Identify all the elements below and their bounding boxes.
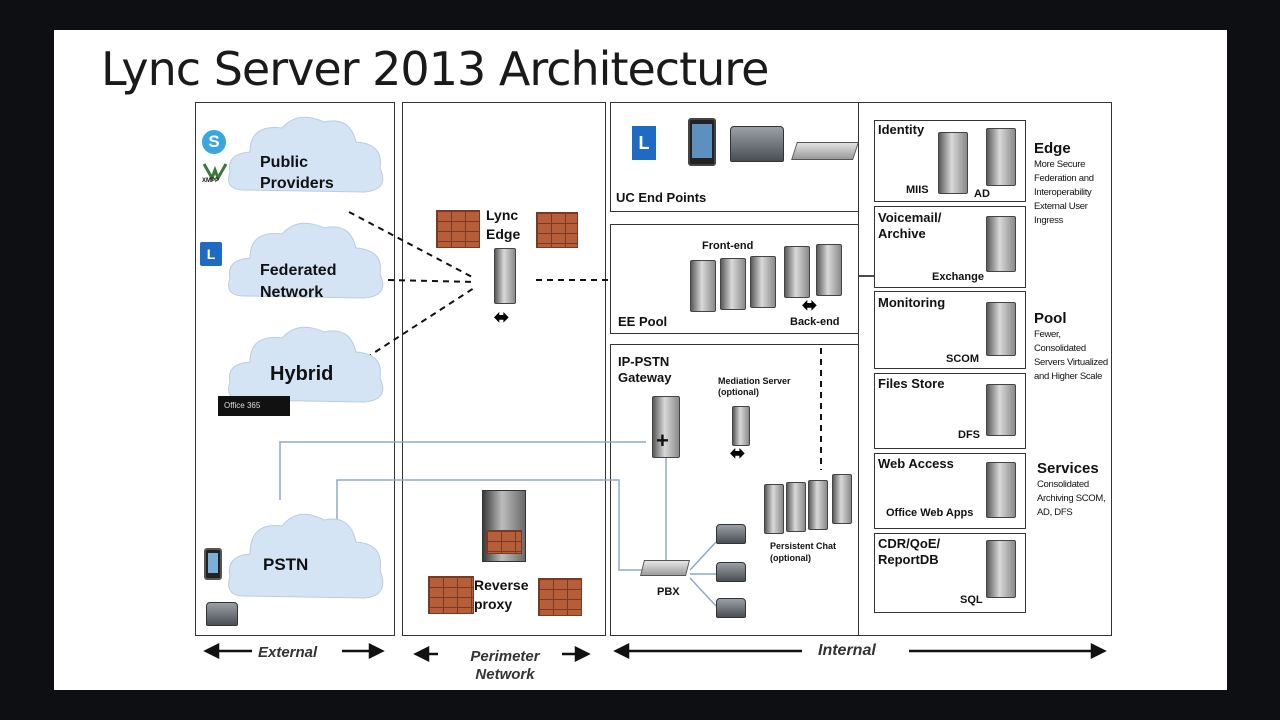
sql-label: SQL [960, 594, 983, 606]
cloud-public-providers [228, 116, 384, 193]
lync-icon: L [200, 242, 222, 266]
persistent-chat-server-icon [786, 482, 806, 532]
front-end-label: Front-end [702, 240, 754, 252]
persistent-chat-label: Persistent Chat (optional) [770, 541, 837, 563]
back-end-server-icon [784, 246, 810, 298]
front-end-server-icon [690, 260, 716, 312]
external-zone [195, 102, 395, 636]
mediation-server-icon [732, 406, 750, 446]
front-end-server-icon [750, 256, 776, 308]
pbx-phone-icon [716, 562, 746, 582]
cdr-label: CDR/QoE/ ReportDB [878, 536, 941, 567]
persistent-chat-server-icon [808, 480, 828, 530]
firewall-icon [486, 530, 522, 554]
perimeter-zone-label: Perimeter Network [470, 648, 540, 683]
skype-icon: S [202, 130, 226, 154]
gateway-server-icon [652, 396, 680, 458]
slide-title: Lync Server 2013 Architecture [101, 42, 769, 96]
services-note-text: Consolidated Archiving SCOM, AD, DFS [1037, 479, 1106, 518]
edge-server-icon [494, 248, 516, 304]
exchange-server-icon [986, 216, 1016, 272]
hybrid-label: Hybrid [270, 363, 334, 385]
public-providers-label: Public Providers [260, 154, 334, 192]
edge-pair-arrow: ⬌ [494, 307, 510, 327]
perimeter-zone [402, 102, 606, 636]
files-store-label: Files Store [878, 376, 945, 391]
voicemail-label: Voicemail/ Archive [878, 210, 942, 241]
pool-note-title: Pool [1034, 310, 1067, 327]
web-access-label: Web Access [878, 456, 954, 471]
firewall-icon [436, 210, 480, 248]
office-web-apps-label: Office Web Apps [886, 507, 974, 519]
pool-note-text: Fewer, Consolidated Servers Virtualized … [1034, 329, 1108, 382]
federated-network-label: Federated Network [260, 262, 337, 301]
ip-phone-icon [730, 126, 784, 162]
desk-phone-icon [206, 602, 238, 626]
pbx-phone-icon [716, 524, 746, 544]
web-apps-server-icon [986, 462, 1016, 518]
services-note-title: Services [1037, 460, 1099, 477]
edge-note-title: Edge [1034, 140, 1071, 157]
ip-pstn-gateway-label: IP-PSTN Gateway [618, 354, 672, 385]
exchange-label: Exchange [932, 271, 984, 283]
internal-zone-label: Internal [818, 642, 876, 659]
back-end-label: Back-end [790, 316, 840, 328]
firewall-icon [428, 576, 474, 614]
uc-end-points-label: UC End Points [616, 190, 707, 205]
slide: Lync Server 2013 Architecture [54, 30, 1227, 690]
back-end-server-icon [816, 244, 842, 296]
dfs-label: DFS [958, 429, 980, 441]
lync-edge-label: Lync Edge [486, 207, 521, 242]
sql-server-icon [986, 540, 1016, 598]
firewall-icon [536, 212, 578, 248]
conference-device-icon [791, 142, 859, 160]
cloud-federated-network [228, 222, 384, 299]
front-end-server-icon [720, 258, 746, 310]
pstn-label: PSTN [263, 555, 309, 574]
pbx-label: PBX [657, 586, 680, 598]
mediation-server-label: Mediation Server (optional) [718, 376, 791, 397]
mediation-pair-arrow: ⬌ [730, 443, 746, 463]
ad-label: AD [974, 188, 990, 200]
miis-label: MIIS [906, 184, 929, 196]
office365-logo: Office 365 [218, 396, 290, 416]
identity-label: Identity [878, 122, 925, 137]
external-zone-label: External [258, 644, 318, 661]
xmpp-icon: XMPP [202, 162, 228, 188]
dfs-server-icon [986, 384, 1016, 436]
tablet-icon [688, 118, 716, 166]
persistent-chat-server-icon [764, 484, 784, 534]
cloud-pstn [228, 513, 384, 599]
lync-client-icon: L [632, 126, 656, 160]
back-end-pair-arrow: ⬌ [802, 295, 818, 315]
edge-note-text: More Secure Federation and Interoperabil… [1034, 159, 1094, 226]
reverse-proxy-label: Reverse proxy [474, 577, 529, 612]
monitoring-label: Monitoring [878, 295, 946, 310]
firewall-icon [538, 578, 582, 616]
persistent-chat-server-icon [832, 474, 852, 524]
scom-label: SCOM [946, 353, 979, 365]
connection-lines [203, 211, 1107, 663]
pbx-icon [640, 560, 690, 576]
gateway-plus-icon: + [656, 428, 669, 453]
ad-server-icon [986, 128, 1016, 186]
ee-pool-label: EE Pool [618, 314, 668, 329]
pbx-phone-icon [716, 598, 746, 618]
cloud-hybrid [228, 326, 384, 403]
mobile-phone-icon [204, 548, 222, 580]
scom-server-icon [986, 302, 1016, 356]
miis-server-icon [938, 132, 968, 194]
